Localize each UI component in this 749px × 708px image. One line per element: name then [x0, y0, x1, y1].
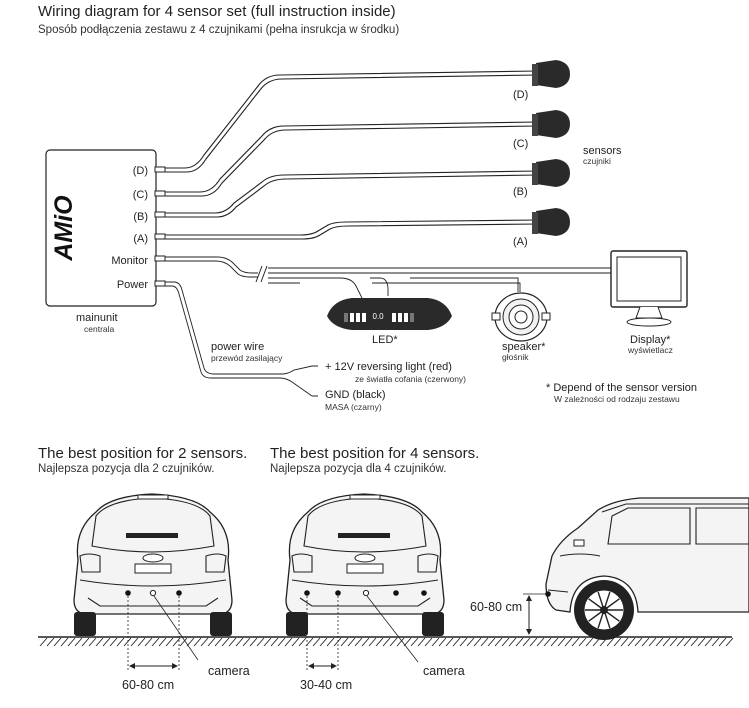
dimension-4-sensors [306, 595, 419, 672]
position2-subtitle: Najlepsza pozycja dla 2 czujników. [38, 463, 214, 475]
led-bar [392, 313, 396, 322]
sensors-title-pl: czujniki [583, 156, 611, 166]
sensors-title: sensors [583, 145, 622, 157]
led-bar [410, 313, 414, 322]
led-bar [356, 313, 360, 322]
camera-dot [362, 589, 370, 597]
mainunit: AMiO (D) (C) (B) (A) Monitor Power [45, 149, 166, 307]
speaker-icon [491, 292, 551, 342]
mainunit-label: mainunit [76, 312, 118, 324]
led-label: LED* [372, 334, 398, 346]
sensor-a [532, 208, 570, 236]
height-label: 60-80 cm [470, 600, 522, 614]
sensor-d [532, 60, 570, 88]
speaker-label-pl: głośnik [502, 352, 529, 362]
port-a-label: (A) [133, 233, 148, 245]
power-gnd-label-pl: MASA (czarny) [325, 402, 382, 412]
sensor-dot [335, 590, 341, 596]
sensor-dot [393, 590, 399, 596]
sensor-dot [125, 590, 131, 596]
power-wires [165, 281, 318, 397]
camera-label-2: camera [208, 664, 250, 678]
brand-logo: AMiO [50, 195, 78, 262]
monitor-wires [165, 256, 612, 299]
position4-title: The best position for 4 sensors. [270, 445, 479, 462]
camera-label-4: camera [423, 664, 465, 678]
speaker-label: speaker* [502, 341, 546, 353]
display-label-pl: wyświetlacz [627, 345, 673, 355]
port-power-label: Power [117, 279, 149, 291]
power-wire-label-pl: przewód zasilający [211, 353, 283, 363]
port-d-label: (D) [133, 165, 148, 177]
port-b-label: (B) [133, 211, 148, 223]
display-label: Display* [630, 334, 671, 346]
sensor-dot [421, 590, 427, 596]
sensor-d-label: (D) [513, 89, 528, 101]
footnote: * Depend of the sensor version [546, 382, 697, 394]
position4-subtitle: Najlepsza pozycja dla 4 czujników. [270, 463, 446, 475]
power-plus-label: + 12V reversing light (red) [325, 361, 452, 373]
led-bar [404, 313, 408, 322]
page-title: Wiring diagram for 4 sensor set (full in… [38, 3, 396, 20]
sensor-c [532, 110, 570, 138]
sensor-a-label: (A) [513, 236, 528, 248]
spacing-label-2: 60-80 cm [122, 678, 174, 692]
dimension-height [523, 593, 548, 635]
led-display: 0.0 [327, 298, 452, 330]
car-rear-4-sensors [285, 493, 445, 636]
sensor-dot [304, 590, 310, 596]
led-readout: 0.0 [372, 312, 384, 321]
led-bar [350, 313, 354, 322]
camera-dot [149, 589, 157, 597]
sensor-wires [165, 70, 539, 240]
sensor-dot [176, 590, 182, 596]
sensor-b-label: (B) [513, 186, 528, 198]
car-rear-2-sensors [73, 493, 233, 636]
led-bar [362, 313, 366, 322]
power-plus-label-pl: ze światła cofania (czerwony) [355, 374, 466, 384]
ground [38, 636, 734, 647]
dimension-2-sensors [127, 595, 199, 672]
spacing-label-4: 30-40 cm [300, 678, 352, 692]
power-gnd-label: GND (black) [325, 389, 386, 401]
mainunit-label-pl: centrala [84, 324, 115, 334]
led-bar [344, 313, 348, 322]
port-monitor-label: Monitor [111, 255, 148, 267]
page-subtitle: Sposób podłączenia zestawu z 4 czujnikam… [38, 24, 399, 36]
position2-title: The best position for 2 sensors. [38, 445, 247, 462]
led-bar [398, 313, 402, 322]
footnote-pl: W zależności od rodzaju zestawu [554, 394, 680, 404]
sensor-c-label: (C) [513, 138, 528, 150]
sensor-b [532, 159, 570, 187]
car-side-view [545, 497, 749, 640]
display-monitor-icon [610, 250, 688, 327]
port-c-label: (C) [133, 189, 148, 201]
power-wire-label: power wire [211, 341, 264, 353]
